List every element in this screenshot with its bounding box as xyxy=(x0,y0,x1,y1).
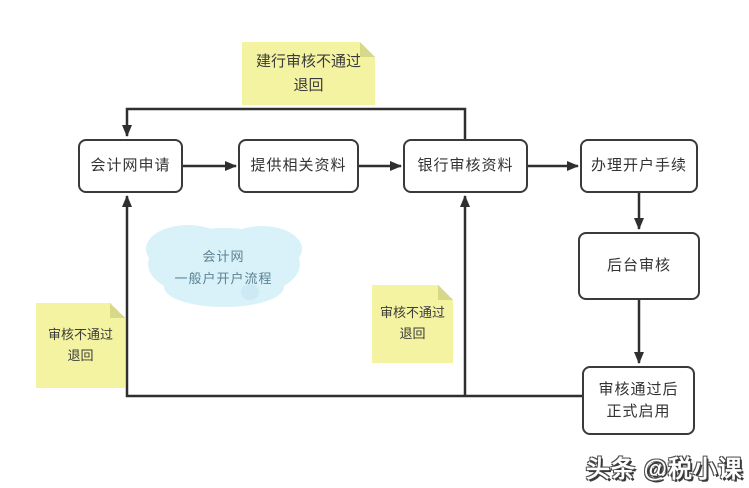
cloud-label-line1: 会计网 xyxy=(202,249,245,264)
arrow-feedback-top xyxy=(122,107,467,140)
cloud-label-line2: 一般户开户流程 xyxy=(174,271,273,286)
arrow-feedback-bottom-left xyxy=(122,195,582,398)
note-mid-return-line1: 审核不通过 xyxy=(379,305,445,321)
note-top-return: 建行审核不通过 退回 xyxy=(242,42,375,105)
note-mid-return-line2: 退回 xyxy=(399,326,426,341)
node-backend-review: 后台审核 xyxy=(578,232,700,300)
node-activate-line1: 审核通过后 xyxy=(598,380,679,398)
node-activate-line2: 正式启用 xyxy=(606,402,671,420)
note-left-return-line2: 退回 xyxy=(67,347,94,363)
node-apply-label: 会计网申请 xyxy=(90,157,171,175)
note-left-return-line1: 审核不通过 xyxy=(47,326,113,342)
node-backend-review-label: 后台审核 xyxy=(606,257,671,275)
note-left-return: 审核不通过 退回 xyxy=(36,303,125,388)
note-mid-return: 审核不通过 退回 xyxy=(372,285,453,363)
node-apply: 会计网申请 xyxy=(78,139,183,193)
node-provide-docs: 提供相关资料 xyxy=(238,139,359,193)
note-top-return-line1: 建行审核不通过 xyxy=(255,52,361,70)
note-top-return-line2: 退回 xyxy=(293,76,324,94)
cloud-shape xyxy=(146,225,302,307)
node-open-account: 办理开户手续 xyxy=(580,139,698,193)
node-provide-docs-label: 提供相关资料 xyxy=(250,157,347,175)
watermark: 头条 @税小课 xyxy=(585,456,743,483)
node-bank-review: 银行审核资料 xyxy=(403,139,528,193)
cloud-label: 会计网 一般户开户流程 xyxy=(146,246,301,290)
node-open-account-label: 办理开户手续 xyxy=(590,157,687,175)
node-bank-review-label: 银行审核资料 xyxy=(417,157,514,175)
node-activate: 审核通过后 正式启用 xyxy=(582,366,695,435)
